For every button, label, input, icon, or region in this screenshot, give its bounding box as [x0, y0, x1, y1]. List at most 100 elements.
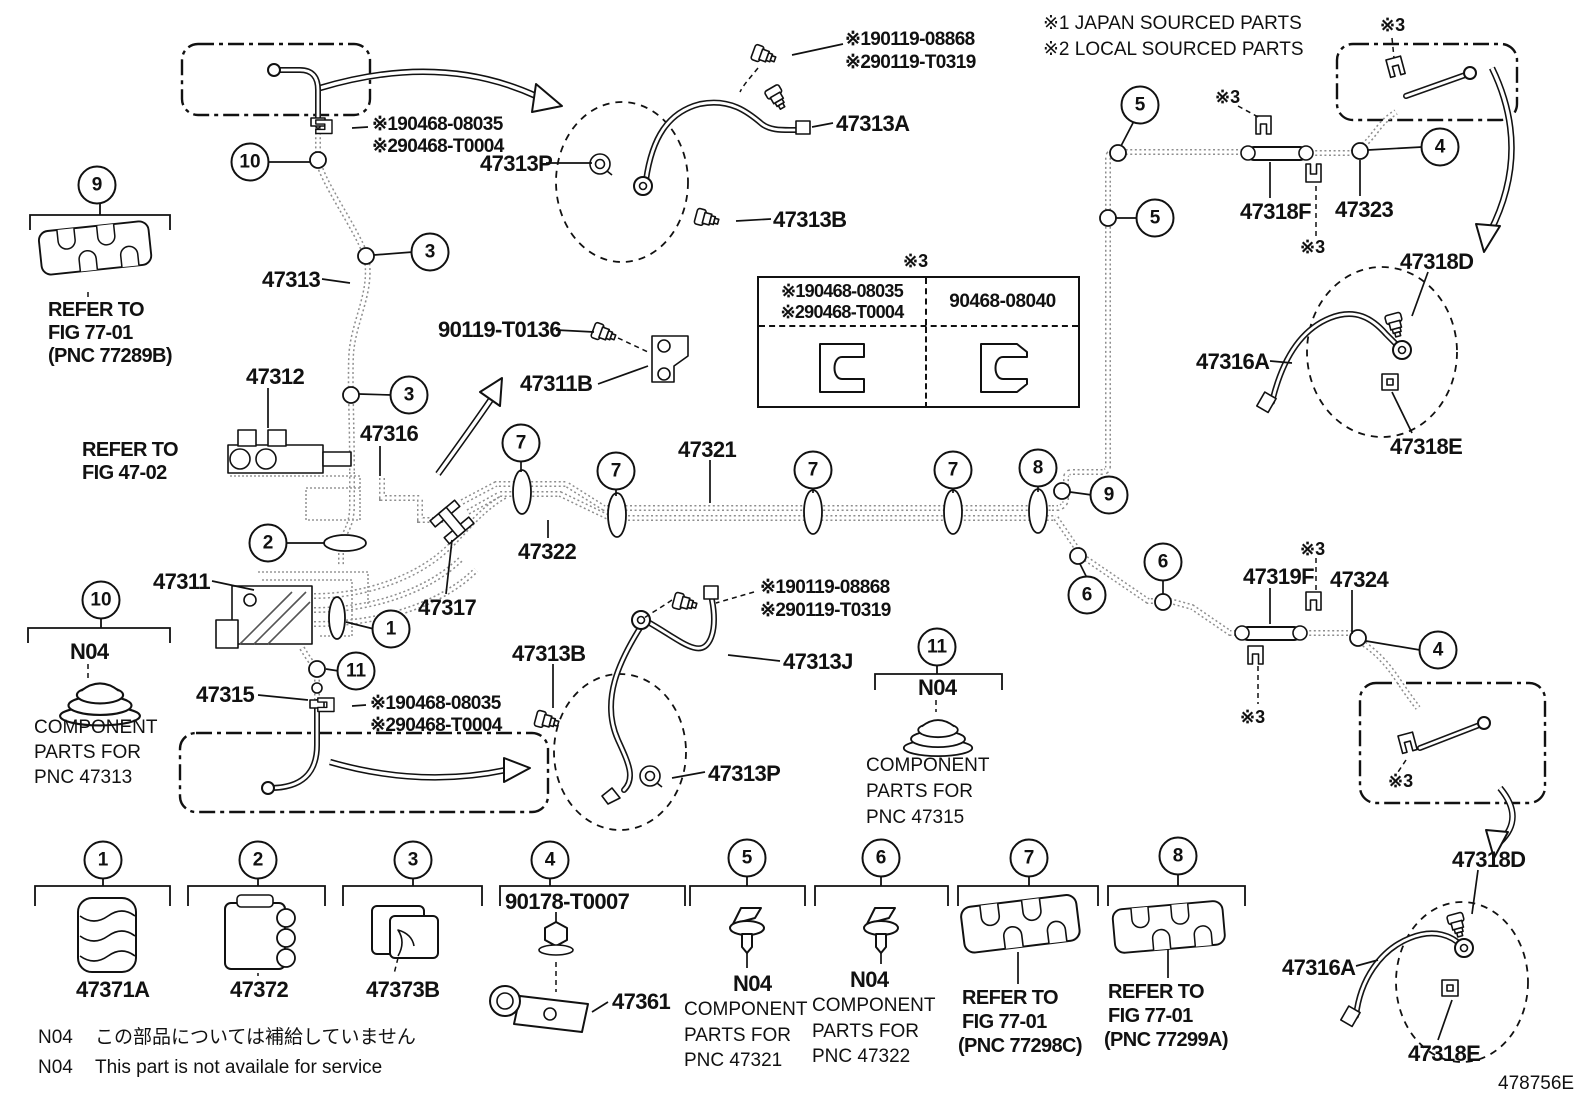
- brake-actuator-47311: [215, 571, 369, 649]
- clip-table-col1-line2[interactable]: ※290468-T0004: [780, 301, 904, 322]
- u-clip-cell-1: [759, 327, 927, 408]
- pn-47311B[interactable]: 47311B: [520, 371, 593, 396]
- clamp-icon-77299A: [1111, 899, 1227, 955]
- pill-47319F: [1234, 558, 1322, 704]
- callout-10[interactable]: 10: [81, 580, 121, 620]
- flag-3-topright: ※3: [1380, 15, 1406, 35]
- callout-8[interactable]: 8: [1158, 836, 1198, 876]
- callout-6[interactable]: 6: [1143, 542, 1183, 582]
- doc-code: 478756E: [1498, 1073, 1575, 1094]
- pn-47318E-mid[interactable]: 47318E: [1390, 434, 1463, 459]
- callout-9[interactable]: 9: [77, 165, 117, 205]
- pn-47318F[interactable]: 47318F: [1240, 199, 1312, 224]
- dashed-box-front-right: [1335, 42, 1519, 122]
- callout-5[interactable]: 5: [1135, 198, 1175, 238]
- pn-47316A-br[interactable]: 47316A: [1282, 955, 1356, 980]
- callout-11[interactable]: 11: [336, 651, 376, 691]
- callout-6[interactable]: 6: [1067, 575, 1107, 615]
- pn-90119-T0136[interactable]: 90119-T0136: [438, 317, 562, 342]
- callout-3[interactable]: 3: [410, 232, 450, 272]
- callout-8[interactable]: 8: [1018, 448, 1058, 488]
- clamp-icon-77298C: [959, 892, 1082, 955]
- pn-47313J[interactable]: 47313J: [783, 649, 853, 674]
- callout-4[interactable]: 4: [1418, 630, 1458, 670]
- callout-5[interactable]: 5: [727, 838, 767, 878]
- pn-47318E-br[interactable]: 47318E: [1408, 1041, 1481, 1066]
- pn-90468-T0004-top[interactable]: ※290468-T0004: [372, 136, 504, 157]
- callout-7[interactable]: 7: [1009, 838, 1049, 878]
- pn-47318D-br[interactable]: 47318D: [1452, 847, 1526, 872]
- pn-90468-08035-top[interactable]: ※190468-08035: [372, 114, 503, 135]
- callout-4[interactable]: 4: [1420, 127, 1460, 167]
- pn-47313A[interactable]: 47313A: [836, 111, 910, 136]
- pn-47313P-bot[interactable]: 47313P: [708, 761, 781, 786]
- ref-77299a-1: REFER TO: [1108, 981, 1205, 1003]
- pn-47319F[interactable]: 47319F: [1243, 564, 1315, 589]
- pn-90119-08868-top[interactable]: ※190119-08868: [845, 29, 975, 50]
- callout-7[interactable]: 7: [501, 423, 541, 463]
- clip-table-col1: ※190468-08035 ※290468-T0004: [759, 278, 927, 325]
- callout-3[interactable]: 3: [393, 840, 433, 880]
- pn-47324[interactable]: 47324: [1330, 567, 1389, 592]
- flow-arrows: [319, 66, 1516, 859]
- callout-7[interactable]: 7: [793, 450, 833, 490]
- callout-5[interactable]: 5: [1120, 85, 1160, 125]
- pill-47318F: [1237, 105, 1322, 236]
- pn-47313P-top[interactable]: 47313P: [480, 151, 553, 176]
- note-local-sourced: ※2 LOCAL SOURCED PARTS: [1043, 39, 1304, 60]
- pn-47322[interactable]: 47322: [518, 539, 577, 564]
- callout-1[interactable]: 1: [371, 609, 411, 649]
- callout-9[interactable]: 9: [1089, 475, 1129, 515]
- dashed-box-rear-left: [178, 731, 550, 814]
- pn-90119-T0319-bot[interactable]: ※290119-T0319: [760, 600, 891, 621]
- pn-47323[interactable]: 47323: [1335, 197, 1394, 222]
- callout-1[interactable]: 1: [83, 840, 123, 880]
- pn-47313B-bot[interactable]: 47313B: [512, 641, 586, 666]
- callout-11[interactable]: 11: [917, 627, 957, 667]
- master-cylinder-47312: [227, 429, 361, 521]
- callout-7[interactable]: 7: [596, 451, 636, 491]
- pn-47312[interactable]: 47312: [246, 364, 305, 389]
- pn-90178-T0007[interactable]: 90178-T0007: [505, 889, 630, 914]
- n04-grp10-l2: PARTS FOR: [34, 742, 141, 763]
- clip-table-header: ※190468-08035 ※290468-T0004 90468-08040: [759, 278, 1078, 327]
- dashed-box-rear-right: [1358, 681, 1547, 805]
- callout-3[interactable]: 3: [389, 375, 429, 415]
- callout-4[interactable]: 4: [530, 840, 570, 880]
- pn-47318D-mid[interactable]: 47318D: [1400, 249, 1474, 274]
- pn-47372[interactable]: 47372: [230, 977, 289, 1002]
- pn-47313[interactable]: 47313: [262, 267, 321, 292]
- callout-2[interactable]: 2: [248, 523, 288, 563]
- pn-47311[interactable]: 47311: [153, 569, 211, 594]
- tube-junctions: [308, 142, 1369, 678]
- flag-3-47324: ※3: [1240, 707, 1266, 727]
- front-right-box-parts: [1385, 37, 1477, 99]
- callout-7[interactable]: 7: [933, 450, 973, 490]
- pn-47313B-top[interactable]: 47313B: [773, 207, 847, 232]
- pn-47316[interactable]: 47316: [360, 421, 419, 446]
- pn-47321[interactable]: 47321: [678, 437, 737, 462]
- clip-table-col2[interactable]: 90468-08040: [949, 290, 1056, 312]
- bracket-47311B: [589, 321, 689, 383]
- pn-47316A-mid[interactable]: 47316A: [1196, 349, 1270, 374]
- ref-77289b-1: REFER TO: [48, 299, 145, 321]
- callout-6[interactable]: 6: [861, 838, 901, 878]
- pn-47371A[interactable]: 47371A: [76, 977, 150, 1002]
- pn-90468-T0004-bot[interactable]: ※290468-T0004: [370, 715, 502, 736]
- hose-47316A-bottom: [1340, 911, 1474, 1028]
- pn-47373B[interactable]: 47373B: [366, 977, 440, 1002]
- n04-item5-l2: PARTS FOR: [684, 1025, 791, 1046]
- callout-10[interactable]: 10: [230, 142, 270, 182]
- pn-47315[interactable]: 47315: [196, 682, 255, 707]
- pn-47361[interactable]: 47361: [612, 989, 671, 1014]
- callout-2[interactable]: 2: [238, 840, 278, 880]
- grommet-icon-11: [902, 719, 974, 757]
- n04-grp10-l1: COMPONENT: [34, 717, 158, 738]
- pn-47317[interactable]: 47317: [418, 595, 477, 620]
- pn-90468-08035-bot[interactable]: ※190468-08035: [370, 693, 501, 714]
- pn-90119-08868-bot[interactable]: ※190119-08868: [760, 577, 890, 598]
- dashed-box-front-left: [180, 42, 372, 117]
- pn-90119-T0319-top[interactable]: ※290119-T0319: [845, 52, 976, 73]
- clip-table-col1-line1[interactable]: ※190468-08035: [780, 280, 904, 301]
- n04-grp11-l1: COMPONENT: [866, 755, 990, 776]
